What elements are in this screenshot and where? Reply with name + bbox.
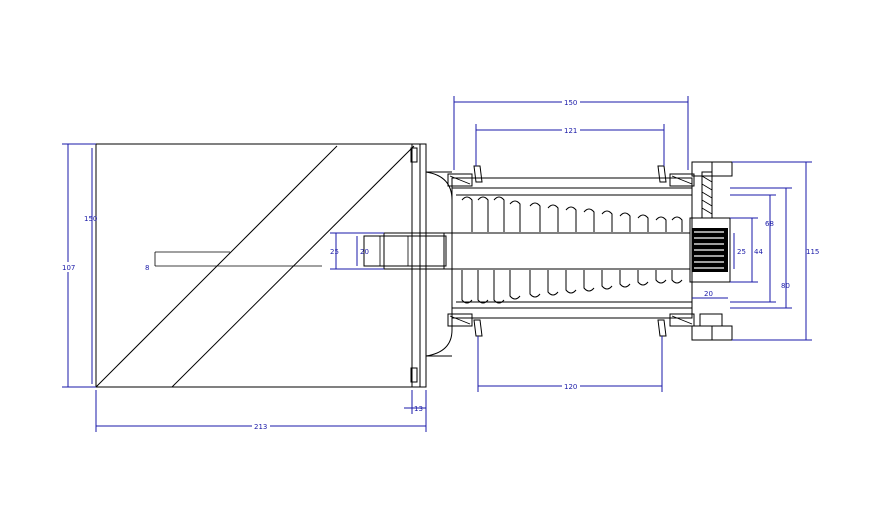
dim-nut-25: 25 [737, 248, 746, 256]
dim-nut-20: 20 [704, 290, 713, 298]
dim-right-68: 68 [765, 220, 774, 228]
dim-bottom-120: 120 [564, 383, 577, 391]
spring-tube [447, 173, 695, 327]
dim-right-80: 80 [781, 282, 790, 290]
shaft [363, 232, 690, 270]
dim-top-150: 150 [564, 99, 577, 107]
dimension-lines [62, 96, 812, 432]
dim-bore-20: 20 [360, 248, 369, 256]
threaded-nut [689, 161, 733, 341]
conical-transition [425, 171, 453, 357]
spring-coils [461, 196, 683, 304]
dim-small-offset: 8 [145, 264, 149, 272]
dim-bore-25: 25 [330, 248, 339, 256]
dim-nut-44: 44 [754, 248, 763, 256]
dim-total-length: 213 [254, 423, 267, 431]
dim-right-115: 115 [806, 248, 819, 256]
dim-overall-height: 107 [62, 264, 75, 272]
dim-inner-height: 150 [84, 215, 97, 223]
bolts [473, 165, 667, 337]
dim-flange-13: 13 [414, 405, 423, 413]
dim-top-121: 121 [564, 127, 577, 135]
